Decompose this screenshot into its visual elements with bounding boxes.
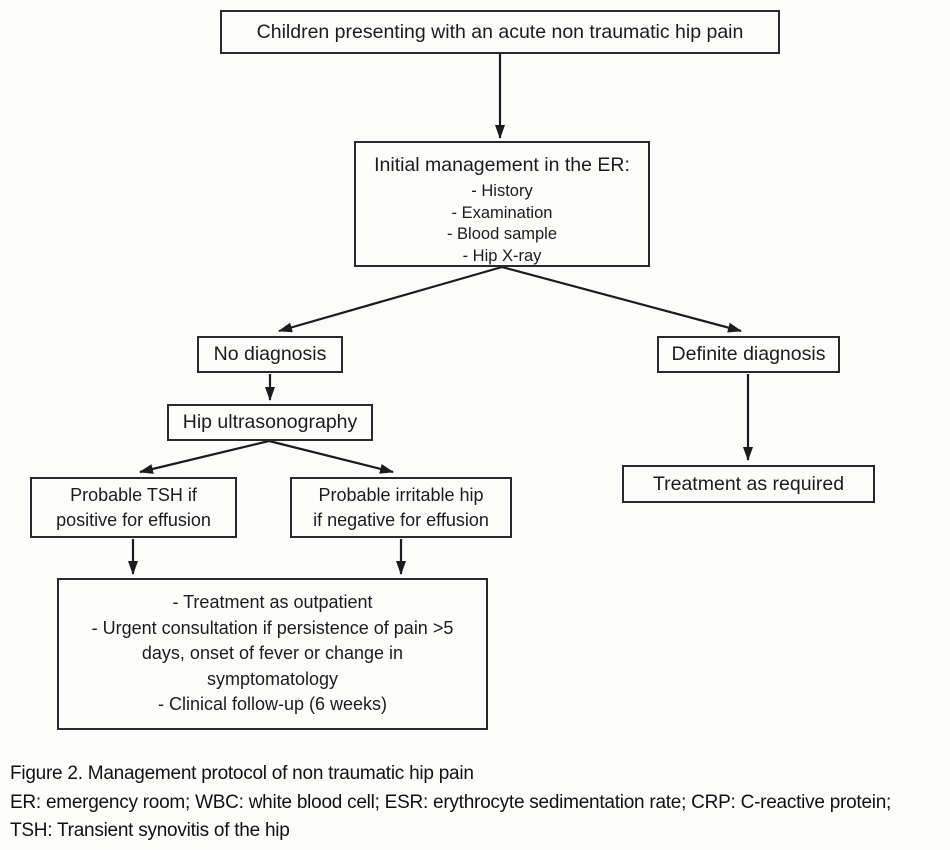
node-initial-management-box: Initial management in the ER: - History … bbox=[354, 141, 650, 267]
node-probable-irritable-hip-box: Probable irritable hip if negative for e… bbox=[290, 477, 512, 538]
node-initial-item-blood: - Blood sample bbox=[446, 225, 558, 243]
node-probable-irritable-line1: Probable irritable hip bbox=[318, 484, 484, 505]
figure-caption: Figure 2. Management protocol of non tra… bbox=[10, 760, 946, 846]
node-treatment-as-required-box: Treatment as required bbox=[622, 465, 875, 503]
node-hip-ultrasonography-box: Hip ultrasonography bbox=[167, 404, 373, 441]
arrow-hip-us-to-probable-irr bbox=[268, 439, 394, 474]
node-probable-tsh-box: Probable TSH if positive for effusion bbox=[30, 477, 237, 538]
node-initial-title: Initial management in the ER: bbox=[374, 154, 630, 176]
node-hip-ultrasonography-label: Hip ultrasonography bbox=[182, 411, 358, 434]
node-outcome-line3: days, onset of fever or change in bbox=[141, 643, 404, 664]
figure-caption-title: Figure 2. Management protocol of non tra… bbox=[10, 763, 474, 784]
node-presenting-label: Children presenting with an acute non tr… bbox=[256, 20, 744, 43]
node-initial-item-history: - History bbox=[471, 182, 533, 200]
node-initial-item-examination: - Examination bbox=[451, 203, 553, 222]
node-outcome-line1: - Treatment as outpatient bbox=[172, 592, 373, 613]
arrow-initial-to-no-diagnosis bbox=[278, 265, 503, 333]
node-presenting-box: Children presenting with an acute non tr… bbox=[220, 10, 780, 54]
node-outcome-line4: symptomatology bbox=[206, 668, 339, 689]
node-definite-diagnosis-box: Definite diagnosis bbox=[657, 336, 840, 373]
node-outcome-line5: - Clinical follow-up (6 weeks) bbox=[157, 694, 388, 715]
arrow-hip-us-to-probable-tsh bbox=[139, 439, 270, 474]
node-initial-item-xray: - Hip X-ray bbox=[462, 246, 542, 265]
arrow-initial-to-definite bbox=[501, 265, 742, 333]
node-definite-diagnosis-label: Definite diagnosis bbox=[671, 343, 826, 366]
node-outcome-box: - Treatment as outpatient - Urgent consu… bbox=[57, 578, 488, 730]
node-probable-irritable-line2: if negative for effusion bbox=[313, 509, 489, 530]
node-probable-tsh-line2: positive for effusion bbox=[56, 509, 211, 530]
node-no-diagnosis-box: No diagnosis bbox=[197, 336, 343, 373]
node-probable-tsh-line1: Probable TSH if bbox=[70, 484, 197, 505]
figure-caption-abbreviations: ER: emergency room; WBC: white blood cel… bbox=[10, 791, 892, 813]
figure-caption-abbreviations-2: TSH: Transient synovitis of the hip bbox=[10, 820, 290, 841]
node-outcome-line2: - Urgent consultation if persistence of … bbox=[91, 617, 454, 638]
node-no-diagnosis-label: No diagnosis bbox=[213, 343, 327, 366]
node-treatment-as-required-label: Treatment as required bbox=[652, 472, 845, 495]
